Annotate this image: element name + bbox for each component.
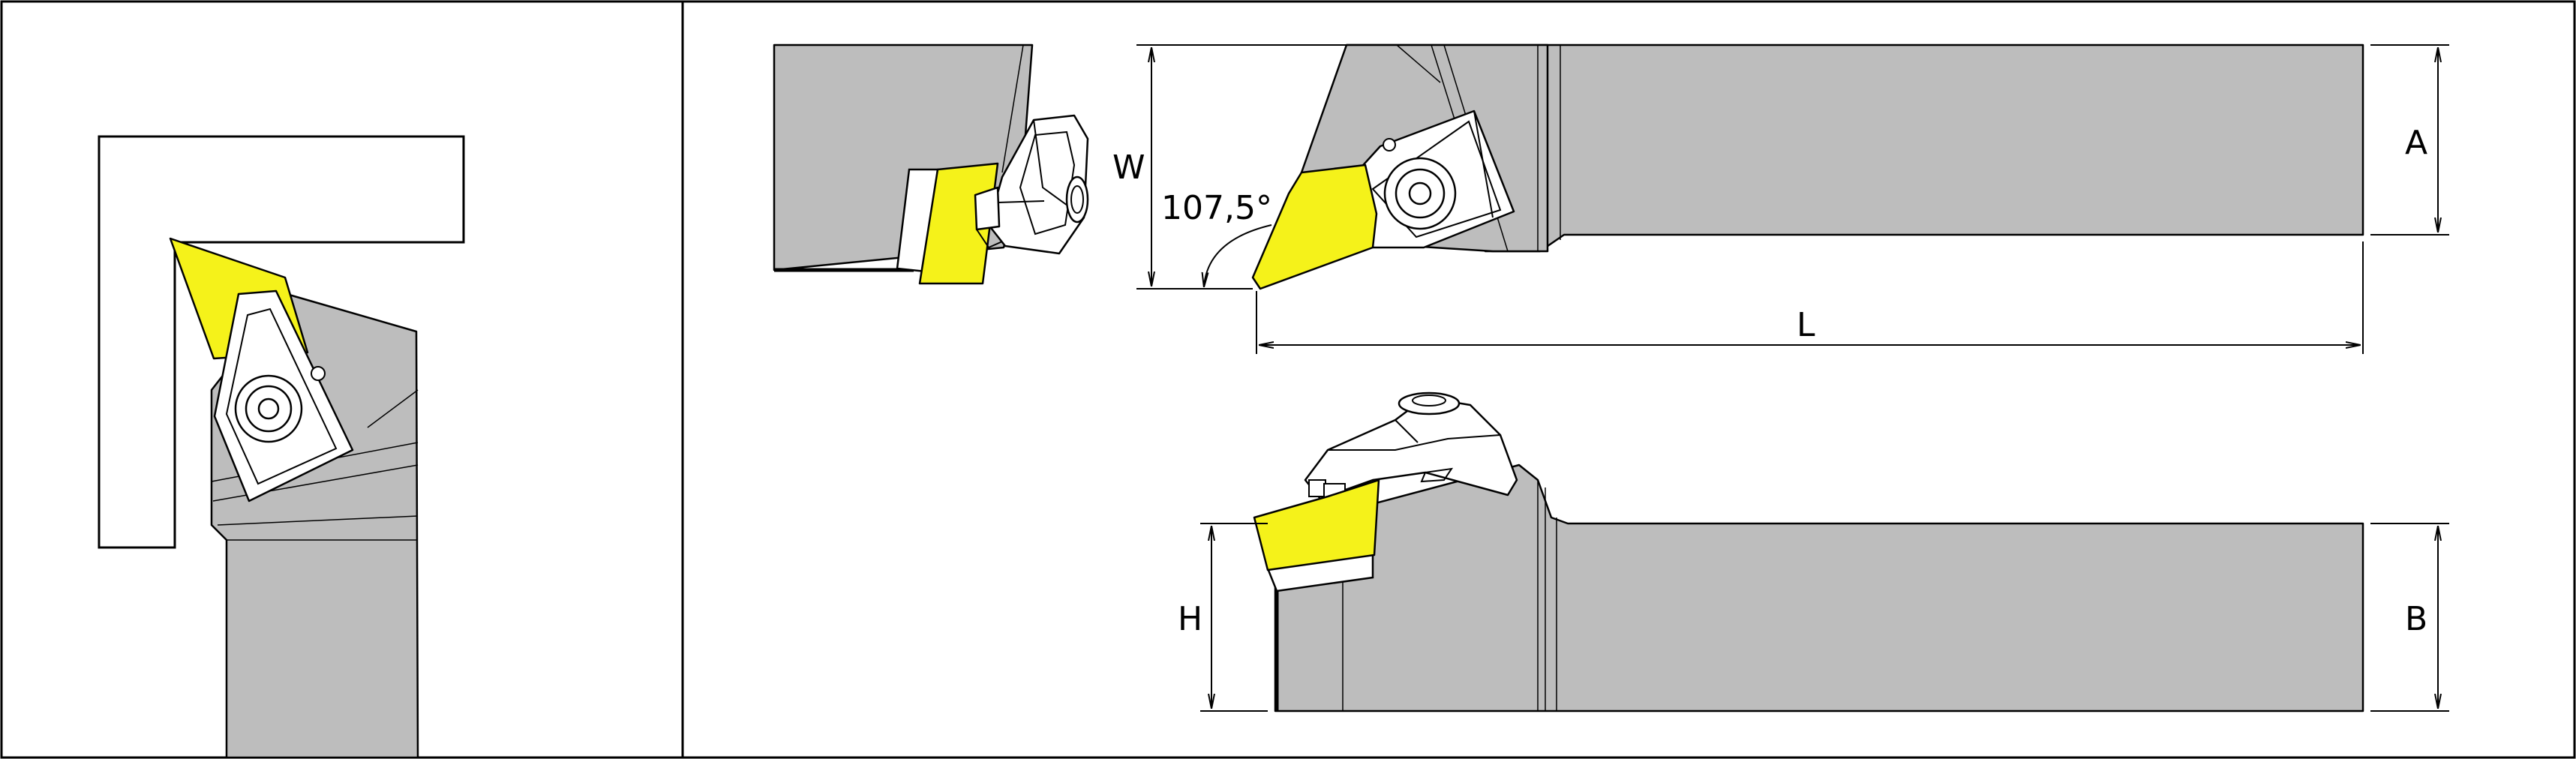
dimension-l: L <box>1256 242 2364 354</box>
side-view-screw-head <box>1398 392 1461 416</box>
dimension-a: A <box>2370 44 2449 236</box>
dimension-angle: 107,5° <box>1161 189 1272 286</box>
side-view-clamp <box>1304 396 1518 500</box>
dimension-l-label: L <box>1797 306 1815 344</box>
dimension-h: H <box>1178 523 1268 712</box>
side-view <box>1253 392 2364 712</box>
dimension-b-label: B <box>2405 600 2427 638</box>
plan-view <box>1251 44 2364 290</box>
dimension-angle-label: 107,5° <box>1161 189 1272 227</box>
dimension-w-label: W <box>1112 148 1145 187</box>
dimension-b: B <box>2370 523 2449 712</box>
side-view-insert <box>1253 478 1380 572</box>
dimension-h-label: H <box>1178 600 1202 638</box>
plan-view-insert <box>1251 164 1378 290</box>
application-view <box>98 135 465 759</box>
dimension-w: W <box>1112 44 1347 290</box>
end-view <box>773 44 1089 285</box>
dimension-a-label: A <box>2405 124 2427 162</box>
